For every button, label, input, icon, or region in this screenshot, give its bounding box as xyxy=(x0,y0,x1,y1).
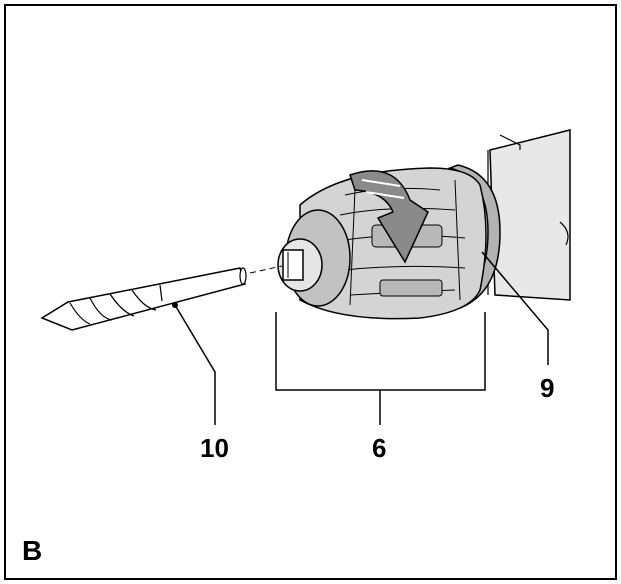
insertion-guide-line xyxy=(249,265,283,274)
rotation-arrow xyxy=(349,170,429,264)
leader-line-drill-bit xyxy=(174,304,216,425)
callout-label-drill-bit: 10 xyxy=(200,433,229,463)
callout-label-chuck: 6 xyxy=(372,433,386,463)
leader-dot-drill-bit xyxy=(172,302,178,308)
callout-label-collar: 9 xyxy=(540,373,554,403)
panel-label: B xyxy=(22,535,42,566)
chuck-nose xyxy=(277,209,351,307)
drill-bit xyxy=(40,265,283,331)
figure-frame xyxy=(4,4,617,580)
leader-line-collar xyxy=(481,251,549,365)
bracket-chuck xyxy=(275,312,486,391)
